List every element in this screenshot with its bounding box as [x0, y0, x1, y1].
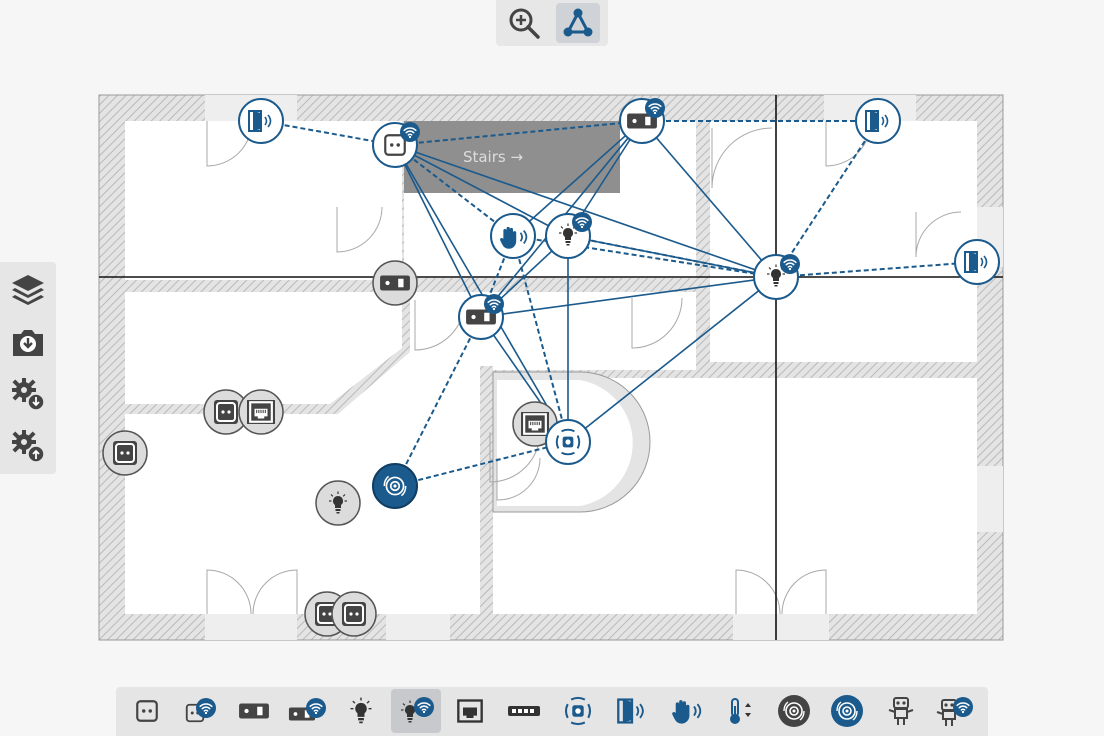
layers-button[interactable]: [6, 268, 50, 312]
bulb-wifi-device[interactable]: [545, 212, 592, 259]
ethernet-device[interactable]: [238, 389, 284, 435]
zoom-in-icon: [509, 8, 540, 39]
palette-motion-sensor[interactable]: [553, 689, 603, 733]
power-strip-icon: [508, 706, 540, 716]
bulb-icon: [347, 696, 375, 726]
settings-upload-button[interactable]: [6, 424, 50, 468]
palette-speaker[interactable]: [769, 689, 819, 733]
speaker-icon: [778, 695, 810, 727]
gear-upload-icon: [12, 430, 45, 463]
device-palette: [116, 687, 988, 736]
gesture-sensor-icon: [670, 697, 702, 725]
speaker-device[interactable]: [372, 463, 418, 509]
palette-socket-wifi[interactable]: [176, 689, 226, 733]
door-sensor-device[interactable]: [238, 98, 284, 144]
palette-door-sensor[interactable]: [607, 689, 657, 733]
left-sidebar: [0, 262, 56, 474]
palette-robot-wifi[interactable]: [930, 689, 980, 733]
socket-device[interactable]: [102, 430, 148, 476]
switch-icon: [238, 700, 270, 722]
palette-speaker-wifi[interactable]: [822, 689, 872, 733]
screenshot-download-button[interactable]: [6, 320, 50, 364]
unlinked-devices[interactable]: [102, 260, 558, 637]
motion-sensor-icon: [562, 695, 594, 727]
palette-bulb[interactable]: [336, 689, 386, 733]
guide-lines: [99, 95, 1003, 640]
bulb-device[interactable]: [315, 480, 361, 526]
switch-wifi-device[interactable]: [458, 294, 504, 340]
palette-bulb-wifi[interactable]: [391, 689, 441, 733]
gesture-sensor-device[interactable]: [490, 213, 536, 259]
socket-device[interactable]: [331, 591, 377, 637]
linked-devices[interactable]: [238, 98, 1000, 509]
gear-download-icon: [12, 378, 45, 411]
door-sensor-device[interactable]: [855, 98, 901, 144]
ethernet-port-icon: [455, 697, 485, 725]
palette-switch-wifi[interactable]: [283, 689, 333, 733]
switch-wifi-icon: [288, 698, 326, 721]
socket-device[interactable]: [203, 389, 249, 435]
socket-wifi-device[interactable]: [372, 122, 420, 168]
palette-switch[interactable]: [229, 689, 279, 733]
socket-wifi-icon: [185, 698, 216, 723]
robot-icon: [888, 697, 914, 725]
socket-icon: [134, 698, 160, 724]
palette-ethernet[interactable]: [445, 689, 495, 733]
robot-wifi-icon: [936, 697, 973, 726]
palette-robot[interactable]: [876, 689, 926, 733]
palette-gesture-sensor[interactable]: [661, 689, 711, 733]
palette-power-strip[interactable]: [499, 689, 549, 733]
ethernet-device[interactable]: [512, 401, 558, 447]
door-sensor-icon: [616, 697, 648, 725]
palette-thermostat[interactable]: [715, 689, 765, 733]
settings-download-button[interactable]: [6, 372, 50, 416]
palette-socket[interactable]: [122, 689, 172, 733]
network-topology-icon: [563, 8, 593, 37]
network-view-button[interactable]: [556, 3, 600, 43]
switch-device[interactable]: [372, 260, 418, 306]
speaker-wifi-icon: [831, 695, 863, 727]
door-sensor-device[interactable]: [954, 239, 1000, 285]
motion-sensor-device[interactable]: [545, 419, 591, 465]
layers-icon: [12, 275, 44, 305]
bulb-wifi-icon: [400, 697, 434, 724]
thermostat-icon: [730, 698, 751, 724]
zoom-in-button[interactable]: [502, 3, 546, 43]
stairs-label: Stairs →: [463, 148, 523, 166]
stairs: Stairs →: [404, 121, 620, 193]
switch-wifi-device[interactable]: [619, 98, 665, 144]
bulb-wifi-device[interactable]: [753, 254, 800, 300]
top-toolbar: [496, 0, 608, 46]
camera-download-icon: [13, 330, 43, 356]
